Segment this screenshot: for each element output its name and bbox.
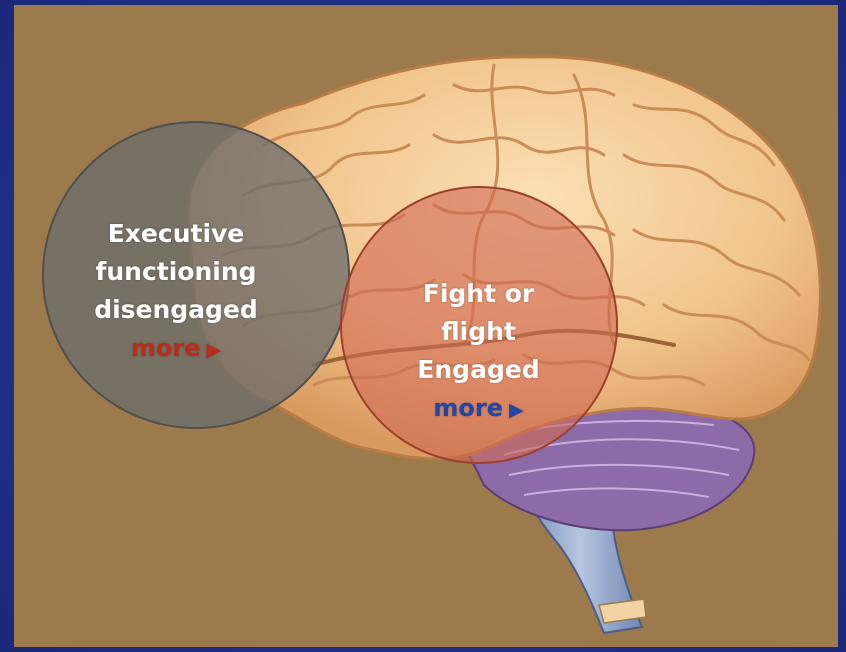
callout-line: functioning [86,253,266,291]
illustration-panel: Executive functioning disengaged more▶ F… [14,5,838,647]
fight-or-flight-callout: Fight or flight Engaged more ▶ [396,275,561,429]
fight-or-flight-more-link[interactable]: more ▶ [433,389,523,429]
more-label: more [131,334,201,362]
callout-line: Fight or [396,275,561,313]
executive-more-link[interactable]: more▶ [131,329,221,369]
callout-line: Executive [86,215,266,253]
callout-line: flight [396,313,561,351]
triangle-right-icon: ▶ [509,399,524,421]
triangle-right-icon: ▶ [206,339,221,361]
more-label: more [433,394,503,422]
callout-line: Engaged [396,351,561,389]
callout-line: disengaged [86,291,266,329]
executive-callout: Executive functioning disengaged more▶ [86,215,266,369]
